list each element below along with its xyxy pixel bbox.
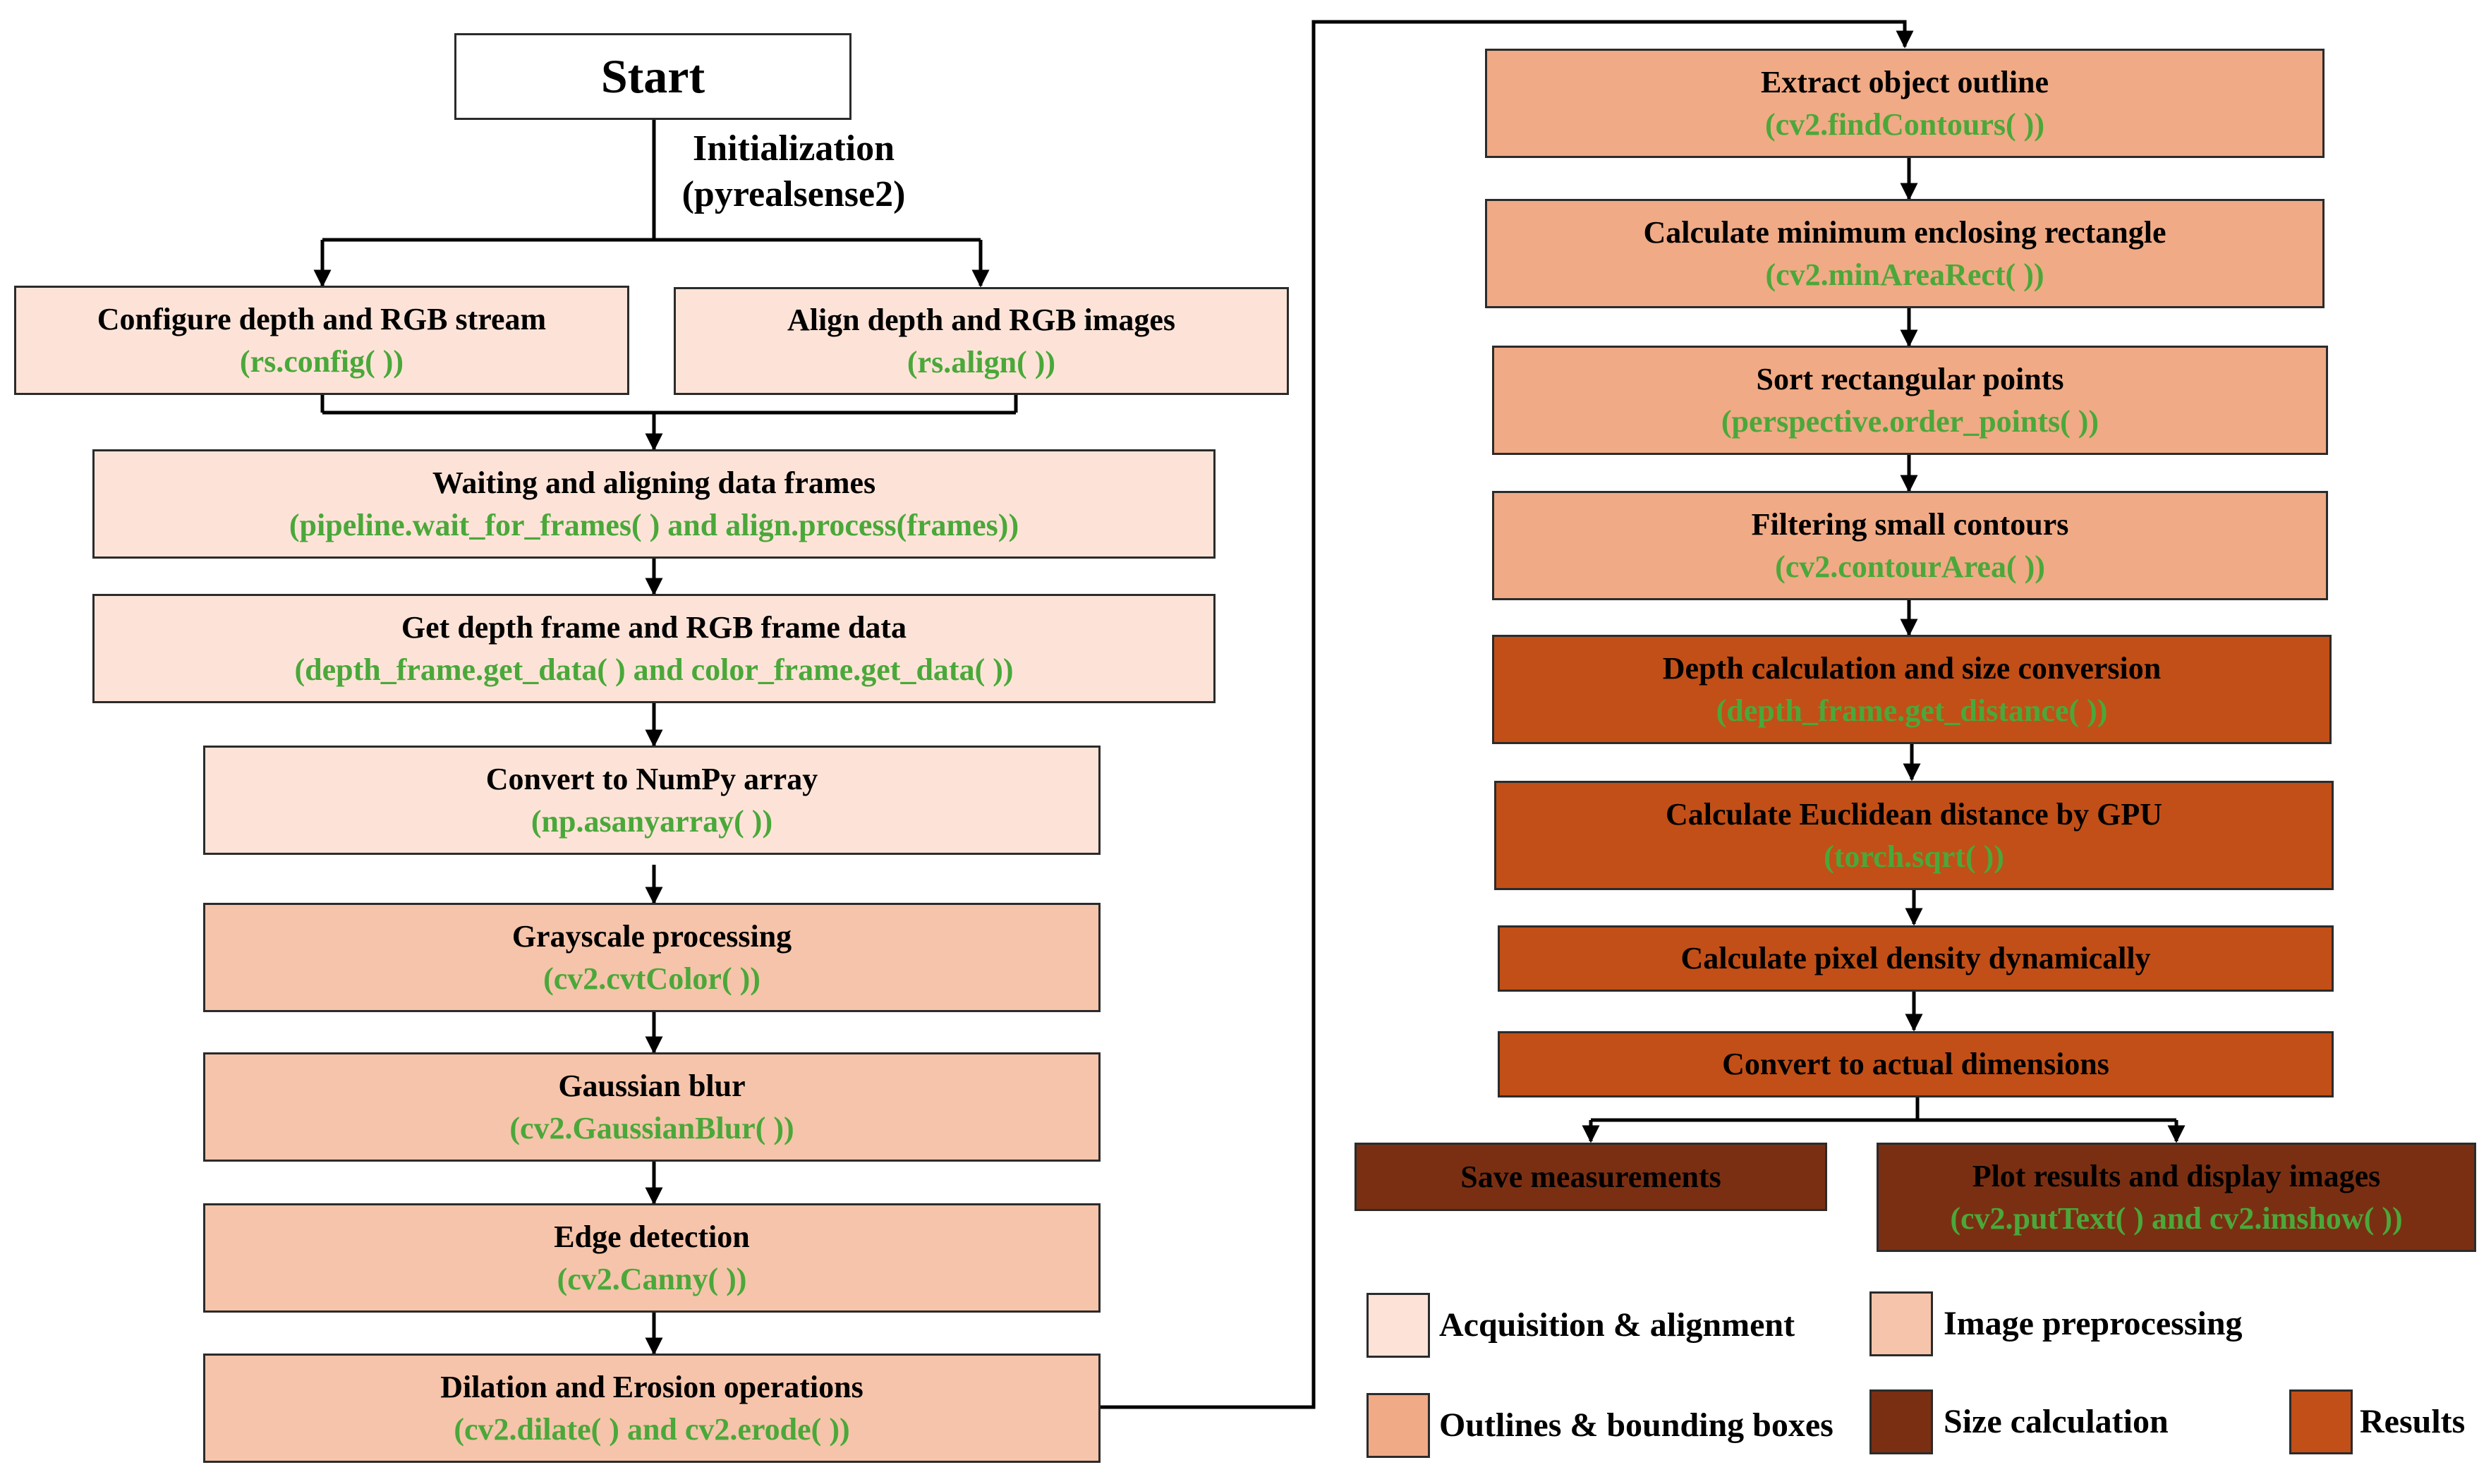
step-grayscale: Grayscale processing (cv2.cvtColor( )): [203, 903, 1101, 1012]
step-title: Convert to NumPy array: [485, 762, 818, 797]
legend-label-size: Size calculation: [1944, 1403, 2169, 1440]
step-code: (cv2.putText( ) and cv2.imshow( )): [1950, 1200, 2403, 1236]
step-convert-numpy: Convert to NumPy array (np.asanyarray( )…: [203, 746, 1101, 855]
step-title: Calculate pixel density dynamically: [1680, 941, 2151, 976]
step-dilation-erosion: Dilation and Erosion operations (cv2.dil…: [203, 1354, 1101, 1463]
step-code: (depth_frame.get_distance( )): [1716, 693, 2108, 728]
step-title: Convert to actual dimensions: [1722, 1047, 2109, 1082]
legend-label-outlines: Outlines & bounding boxes: [1439, 1406, 1834, 1444]
step-filter-contours: Filtering small contours (cv2.contourAre…: [1492, 491, 2328, 600]
step-code: (depth_frame.get_data( ) and color_frame…: [294, 652, 1014, 687]
step-title: Edge detection: [554, 1220, 750, 1255]
step-code: (cv2.GaussianBlur( )): [509, 1110, 794, 1145]
step-title: Calculate Euclidean distance by GPU: [1665, 797, 2163, 832]
step-code: (rs.config( )): [239, 343, 404, 379]
step-title: Save measurements: [1460, 1159, 1721, 1194]
initialization-library: (pyrealsense2): [681, 174, 906, 214]
step-wait-align-frames: Waiting and aligning data frames (pipeli…: [92, 449, 1216, 559]
legend-swatch-acquisition: [1366, 1293, 1430, 1358]
step-title: Configure depth and RGB stream: [97, 302, 547, 337]
step-title: Dilation and Erosion operations: [440, 1370, 863, 1405]
start-label: Start: [600, 49, 705, 103]
step-code: (torch.sqrt( )): [1824, 839, 2004, 874]
step-title: Sort rectangular points: [1756, 362, 2064, 397]
step-title: Get depth frame and RGB frame data: [401, 610, 907, 645]
step-align-images: Align depth and RGB images (rs.align( )): [674, 287, 1289, 395]
step-title: Plot results and display images: [1972, 1159, 2381, 1194]
step-title: Waiting and aligning data frames: [432, 466, 876, 501]
step-sort-points: Sort rectangular points (perspective.ord…: [1492, 346, 2328, 455]
step-title: Depth calculation and size conversion: [1662, 651, 2162, 686]
step-code: (cv2.minAreaRect( )): [1765, 257, 2044, 292]
step-code: (rs.align( )): [907, 344, 1056, 379]
step-code: (np.asanyarray( )): [531, 803, 773, 839]
step-get-frame-data: Get depth frame and RGB frame data (dept…: [92, 594, 1216, 703]
step-title: Align depth and RGB images: [787, 303, 1176, 338]
step-extract-outline: Extract object outline (cv2.findContours…: [1485, 49, 2325, 158]
step-title: Extract object outline: [1760, 65, 2049, 100]
step-code: (cv2.contourArea( )): [1775, 549, 2045, 584]
legend-swatch-preprocessing: [1869, 1291, 1933, 1356]
step-code: (cv2.findContours( )): [1765, 107, 2044, 142]
initialization-title: Initialization: [692, 128, 895, 169]
step-pixel-density: Calculate pixel density dynamically: [1498, 925, 2334, 992]
start-node: Start: [454, 33, 851, 120]
step-code: (perspective.order_points( )): [1721, 403, 2099, 439]
step-title: Calculate minimum enclosing rectangle: [1643, 215, 2166, 250]
legend-swatch-outlines: [1366, 1393, 1430, 1458]
step-title: Gaussian blur: [558, 1069, 746, 1104]
step-depth-calculation: Depth calculation and size conversion (d…: [1492, 635, 2332, 744]
step-euclidean-gpu: Calculate Euclidean distance by GPU (tor…: [1494, 781, 2334, 890]
step-min-area-rect: Calculate minimum enclosing rectangle (c…: [1485, 199, 2325, 308]
step-edge-detection: Edge detection (cv2.Canny( )): [203, 1203, 1101, 1313]
step-gaussian-blur: Gaussian blur (cv2.GaussianBlur( )): [203, 1052, 1101, 1162]
step-code: (cv2.Canny( )): [557, 1261, 747, 1296]
legend-swatch-size: [1869, 1389, 1933, 1454]
step-title: Grayscale processing: [511, 919, 792, 954]
step-convert-dimensions: Convert to actual dimensions: [1498, 1031, 2334, 1097]
legend-label-acquisition: Acquisition & alignment: [1439, 1306, 1795, 1344]
initialization-label: Initialization (pyrealsense2): [656, 126, 931, 217]
step-plot-results: Plot results and display images (cv2.put…: [1877, 1143, 2476, 1252]
step-code: (cv2.cvtColor( )): [543, 961, 760, 996]
step-configure-stream: Configure depth and RGB stream (rs.confi…: [14, 286, 629, 395]
step-save-measurements: Save measurements: [1354, 1143, 1827, 1211]
legend-label-preprocessing: Image preprocessing: [1944, 1305, 2243, 1342]
step-code: (pipeline.wait_for_frames( ) and align.p…: [289, 507, 1019, 542]
legend-swatch-results: [2289, 1389, 2353, 1454]
step-code: (cv2.dilate( ) and cv2.erode( )): [454, 1411, 850, 1447]
step-title: Filtering small contours: [1751, 507, 2069, 542]
connector-left-to-right: [1101, 20, 1914, 1409]
legend-label-results: Results: [2360, 1403, 2466, 1440]
